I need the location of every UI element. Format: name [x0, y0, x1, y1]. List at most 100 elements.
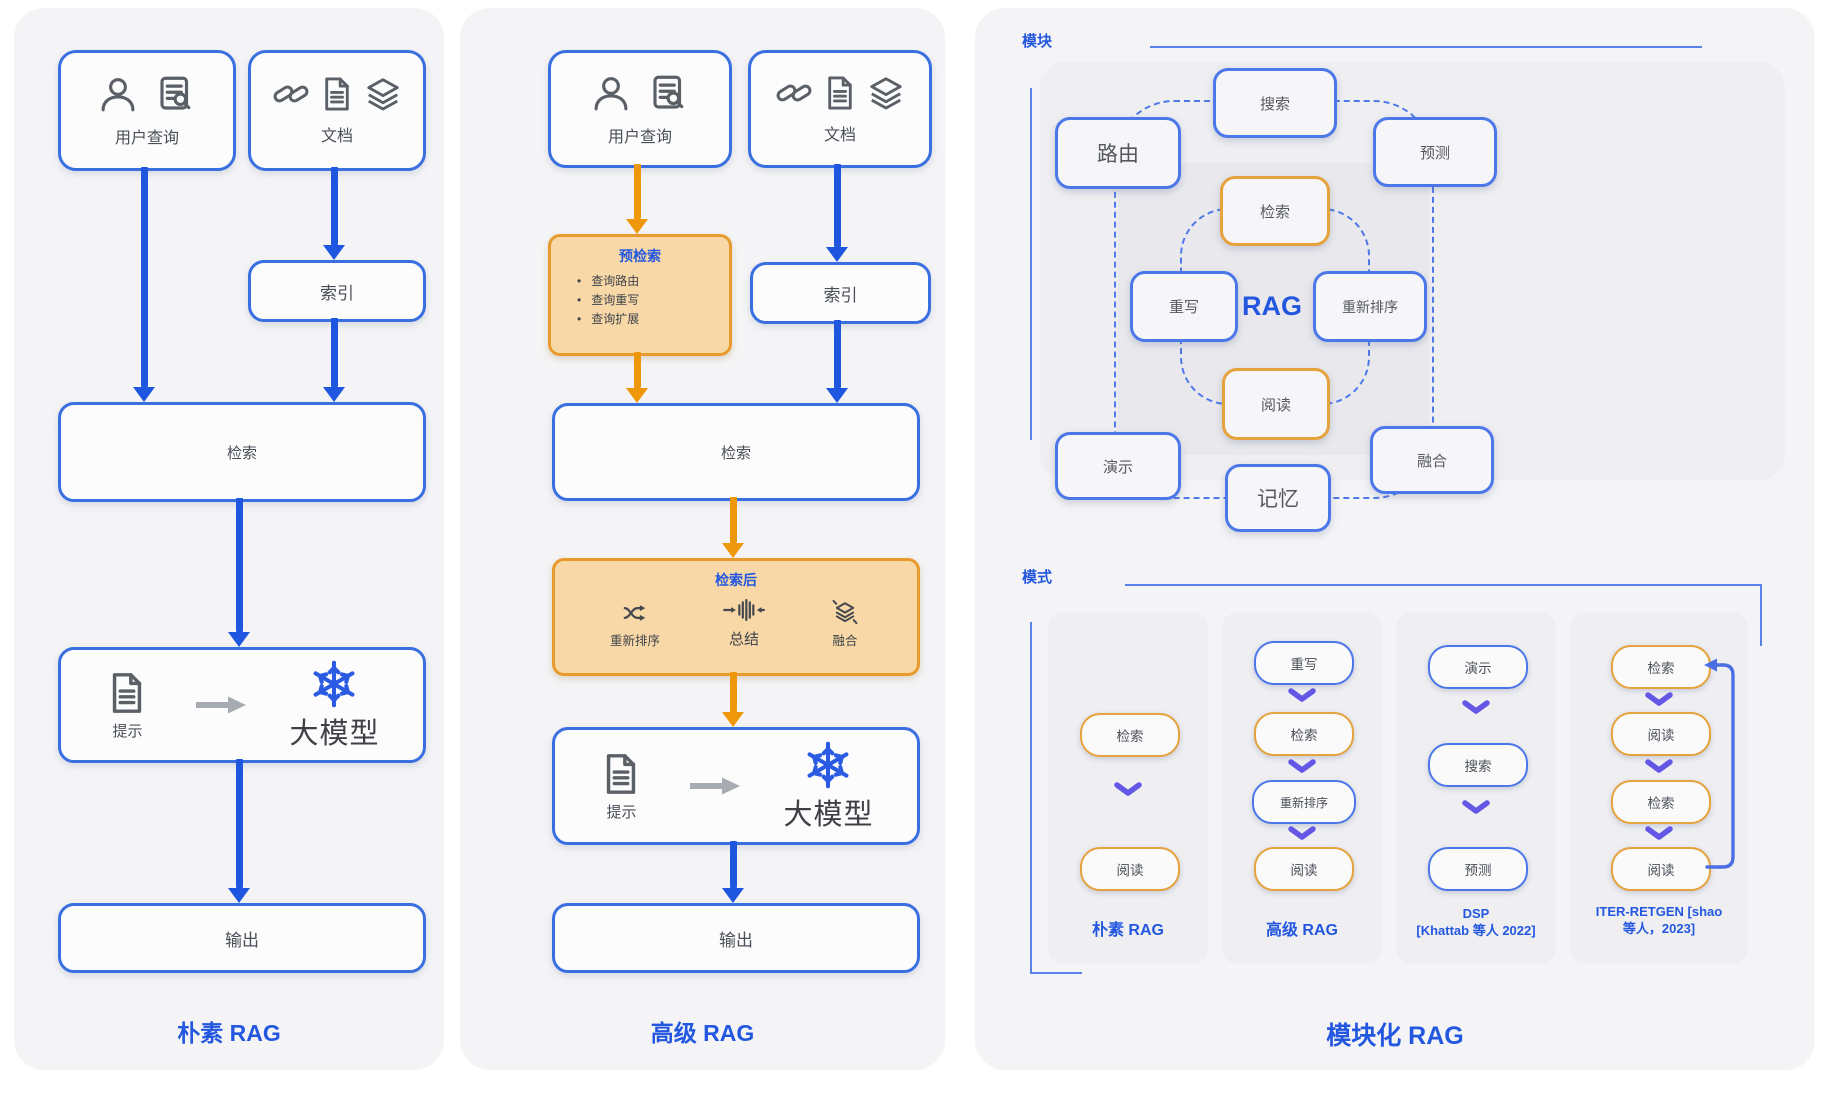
naive-user-query-icons [97, 73, 197, 115]
advanced-retrieval-box: 检索 [552, 403, 920, 501]
advanced-prompt-col: 提示 [598, 751, 644, 822]
pre-retrieval-bullet: 查询重写 [577, 291, 729, 310]
advanced-post-retrieval-box: 检索后 重新排序 [552, 558, 920, 676]
naive-user-query-box: 用户查询 [58, 50, 236, 171]
naive-prompt-box: 提示 大模型 [58, 647, 426, 763]
advanced-index-box: 索引 [750, 262, 931, 324]
user-icon [590, 72, 632, 114]
chevron-down-icon [1288, 826, 1316, 842]
naive-user-query-label: 用户查询 [114, 130, 179, 147]
pattern-dsp-label: DSP [Khattab 等人 2022] [1396, 905, 1556, 939]
pattern-dsp-label-line1: DSP [1462, 906, 1490, 921]
pattern-advanced-step-rewrite: 重写 [1254, 641, 1354, 685]
advanced-user-query-box: 用户查询 [548, 50, 732, 168]
patterns-bracket-hook [1030, 972, 1082, 974]
query-document-icon [155, 73, 197, 115]
arrow-index-retrieval [826, 320, 848, 403]
pattern-advanced-label: 高级 RAG [1265, 922, 1338, 939]
pattern-naive-step-read: 阅读 [1080, 847, 1180, 891]
arrow-documents-index [826, 164, 848, 262]
document-icon [821, 74, 859, 112]
chevron-down-icon [1645, 826, 1673, 842]
chevron-down-icon [1114, 782, 1142, 798]
chevron-down-icon [1645, 759, 1673, 775]
naive-retrieval-box: 检索 [58, 402, 426, 502]
prompt-document-icon [104, 670, 150, 716]
arrow-retrieval-postretrieval [722, 497, 744, 558]
advanced-prompt-inner: 提示 大模型 [555, 739, 917, 833]
modules-bracket-line [1030, 88, 1032, 440]
post-summarize-label: 总结 [728, 631, 759, 648]
post-retrieval-rerank: 重新排序 [610, 600, 660, 649]
modules-rule-line [1150, 46, 1702, 48]
chevron-down-icon [1462, 800, 1490, 816]
arrow-prompt-output [722, 841, 744, 903]
user-icon [97, 73, 139, 115]
post-rerank-label: 重新排序 [609, 634, 660, 648]
naive-documents-label: 文档 [320, 128, 353, 145]
shuffle-icon [618, 600, 652, 626]
patterns-rule-drop-line [1760, 584, 1762, 646]
post-retrieval-summarize: 总结 [722, 596, 766, 649]
module-search-box: 搜索 [1213, 68, 1337, 138]
pattern-iter-label-line1: ITER-RETGEN [shao [1595, 904, 1723, 919]
module-routing-box: 路由 [1055, 117, 1181, 189]
naive-documents-box: 文档 [248, 50, 426, 171]
advanced-llm-col: 大模型 [783, 739, 873, 833]
pattern-advanced-step-retrieve: 检索 [1254, 712, 1354, 756]
pattern-dsp-step-demonstrate: 演示 [1428, 645, 1528, 689]
naive-llm-label: 大模型 [289, 718, 380, 750]
chevron-down-icon [1645, 692, 1673, 708]
naive-prompt-label: 提示 [112, 722, 143, 740]
module-memory-box: 记忆 [1225, 464, 1331, 532]
chevron-down-icon [1288, 688, 1316, 704]
document-icon [318, 75, 356, 113]
naive-prompt-col: 提示 [104, 670, 150, 741]
arrow-userquery-preretrieval [626, 164, 648, 234]
patterns-rule-line [1125, 584, 1762, 586]
advanced-llm-label: 大模型 [783, 799, 874, 831]
pre-retrieval-bullet: 查询扩展 [577, 310, 729, 329]
post-retrieval-row: 重新排序 总结 融合 [555, 596, 917, 649]
modular-rag-title: 模块化 RAG [1326, 1022, 1464, 1050]
module-retrieve-box: 检索 [1220, 176, 1330, 246]
module-rag-label: RAG [1242, 291, 1302, 321]
arrow-retrieval-prompt [228, 498, 250, 647]
snowflake-icon [802, 739, 854, 791]
fusion-layers-icon [828, 598, 862, 626]
pattern-naive-step-retrieve: 检索 [1080, 713, 1180, 757]
compress-wave-icon [722, 596, 766, 624]
snowflake-icon [308, 658, 360, 710]
pattern-dsp-step-predict: 预测 [1428, 847, 1528, 891]
advanced-user-query-icons [590, 72, 690, 114]
layers-icon [364, 75, 402, 113]
naive-output-box: 输出 [58, 903, 426, 973]
advanced-documents-label: 文档 [823, 126, 856, 144]
advanced-documents-box: 文档 [748, 50, 932, 168]
pre-retrieval-title: 预检索 [619, 248, 661, 264]
arrow-index-retrieval [323, 318, 345, 402]
naive-documents-icons [272, 75, 402, 113]
pattern-advanced-step-rerank: 重新排序 [1252, 780, 1356, 824]
advanced-prompt-box: 提示 大模型 [552, 727, 920, 845]
pattern-iter-label: ITER-RETGEN [shao 等人，2023] [1570, 903, 1748, 937]
arrow-documents-index [323, 167, 345, 260]
advanced-output-box: 输出 [552, 903, 920, 973]
arrow-prompt-output [228, 759, 250, 903]
arrow-postretrieval-prompt [722, 672, 744, 727]
module-rewrite-box: 重写 [1130, 271, 1238, 342]
naive-rag-title: 朴素 RAG [177, 1020, 281, 1046]
link-icon [272, 75, 310, 113]
pattern-iter-step-read1: 阅读 [1611, 712, 1711, 756]
module-read-box: 阅读 [1222, 368, 1330, 440]
chevron-down-icon [1462, 700, 1490, 716]
post-retrieval-title: 检索后 [715, 572, 757, 588]
advanced-rag-panel [460, 8, 945, 1070]
advanced-rag-title: 高级 RAG [650, 1020, 755, 1046]
pattern-card-naive [1048, 612, 1208, 964]
pre-retrieval-bullets: 查询路由 查询重写 查询扩展 [551, 272, 729, 329]
patterns-bracket-line [1030, 622, 1032, 974]
pattern-iter-step-retrieve2: 检索 [1611, 780, 1711, 824]
gray-arrow-icon [194, 695, 246, 715]
